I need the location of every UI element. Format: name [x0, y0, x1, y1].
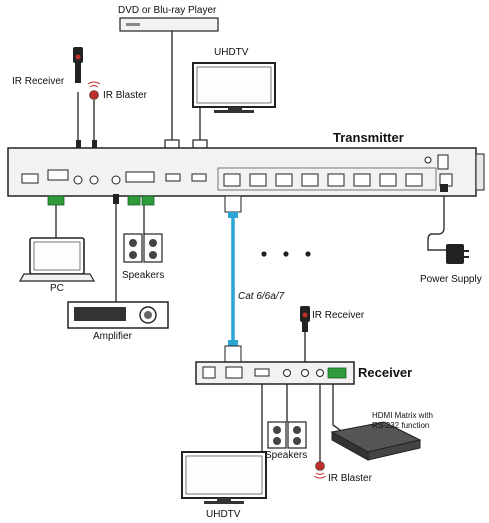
- ir-receiver-top-device: [73, 47, 83, 150]
- speakers-bottom-label: Speakers: [265, 450, 308, 461]
- speakers-top-label: Speakers: [122, 270, 165, 281]
- ir-receiver-top-label: IR Receiver: [12, 76, 65, 87]
- cable-label: Cat 6/6a/7: [238, 291, 285, 302]
- ir-receiver-bottom-label: IR Receiver: [312, 310, 365, 321]
- pc-label: PC: [50, 283, 64, 294]
- ir-blaster-top-device: [87, 81, 101, 150]
- power-supply-label: Power Supply: [420, 274, 482, 285]
- cables: [55, 30, 446, 462]
- amplifier-device: [67, 301, 169, 329]
- ir-blaster-bottom-label: IR Blaster: [328, 473, 372, 484]
- ir-blaster-top-label: IR Blaster: [103, 90, 147, 101]
- receiver-label: Receiver: [358, 365, 413, 380]
- dvd-player-label: DVD or Blu-ray Player: [118, 5, 217, 16]
- more-dots-icon: [261, 251, 311, 257]
- pc-laptop: [18, 237, 96, 282]
- speakers-top-device: [123, 233, 163, 263]
- ir-receiver-bottom-device: [300, 306, 310, 332]
- rs232-cable-matrix: [332, 384, 341, 431]
- rj45-plug-top: [224, 195, 242, 218]
- power-supply-device: [440, 184, 469, 264]
- uhdtv-bottom-label: UHDTV: [206, 509, 241, 520]
- hdmi-matrix-device: [330, 421, 422, 461]
- uhdtv-bottom-device: [181, 451, 267, 504]
- receiver-device: [195, 361, 355, 385]
- transmitter-label: Transmitter: [333, 130, 404, 145]
- hdmi-matrix-label-line2: RS-232 function: [372, 421, 430, 430]
- terminal-blocks-top: [47, 194, 155, 206]
- ir-blaster-bottom-device: [313, 461, 327, 479]
- transmitter-device: [7, 147, 485, 197]
- power-cable: [427, 190, 446, 251]
- rj45-plug-bottom: [224, 340, 242, 363]
- speakers-bottom-device: [267, 421, 307, 449]
- uhdtv-top-device: [192, 62, 276, 113]
- hdmi-matrix-label-line1: HDMI Matrix with: [372, 411, 433, 420]
- amplifier-label: Amplifier: [93, 331, 132, 342]
- dvd-player: [119, 17, 219, 32]
- uhdtv-top-label: UHDTV: [214, 47, 249, 58]
